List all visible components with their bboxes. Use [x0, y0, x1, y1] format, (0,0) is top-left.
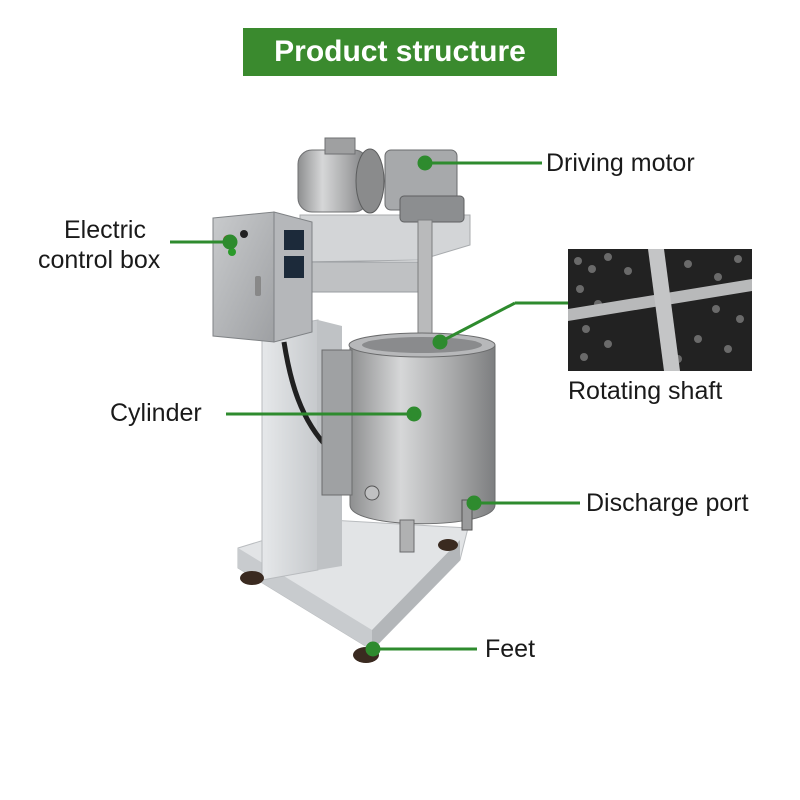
driving-motor [297, 137, 465, 223]
page-title: Product structure [243, 28, 557, 76]
label-rotating-shaft: Rotating shaft [568, 377, 723, 405]
label-electric-control-box: Electric control box [38, 215, 160, 275]
support-arm [299, 214, 471, 293]
inset-steel-balls [568, 249, 752, 371]
leader-rotating-shaft [439, 301, 516, 344]
label-electric-control-box-line2: control box [38, 246, 161, 274]
leader-lines [170, 155, 580, 657]
rotating-shaft [417, 219, 433, 351]
label-discharge-port: Discharge port [586, 489, 749, 517]
label-electric-control-box-line1: Electric [64, 216, 146, 244]
label-cylinder: Cylinder [110, 399, 202, 427]
label-driving-motor: Driving motor [546, 149, 695, 177]
rotating-shaft-inset [568, 249, 752, 371]
cylinder-tank [321, 332, 496, 553]
electric-control-box [212, 211, 313, 343]
label-feet: Feet [485, 635, 536, 663]
